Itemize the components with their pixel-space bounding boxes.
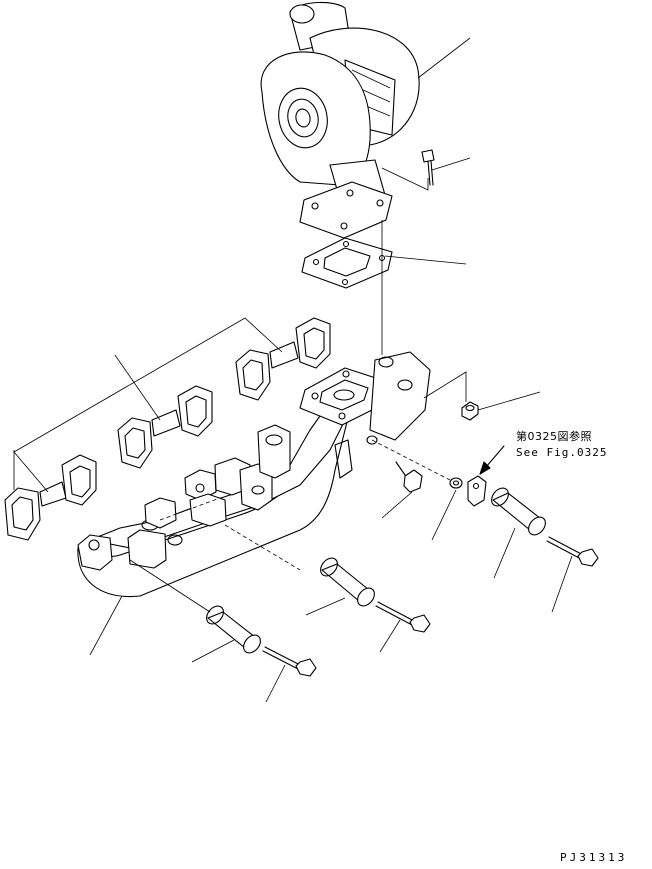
leader-small-bolt xyxy=(381,491,413,519)
clip-bracket xyxy=(467,475,487,507)
leader-spacer-middle xyxy=(305,597,346,616)
manifold-nut xyxy=(461,401,479,421)
reference-note-en: See Fig.0325 xyxy=(516,446,608,459)
spacer-tube-middle xyxy=(320,557,375,607)
leader-bolt-middle xyxy=(379,619,401,653)
exhaust-manifold xyxy=(77,351,431,598)
turbo-mounting-bolt xyxy=(421,149,435,186)
leader-spacer-left xyxy=(191,639,235,663)
manifold-gasket-1 xyxy=(4,454,97,541)
leader-turbo-gasket xyxy=(384,255,467,265)
manifold-gasket-2 xyxy=(117,385,213,469)
leader-turbo-bolt xyxy=(431,157,471,171)
gasket-bracket xyxy=(13,317,283,453)
leader-bolt-left xyxy=(265,664,286,703)
leader-turbocharger xyxy=(417,37,471,79)
reference-note-jp: 第0325図参照 xyxy=(516,430,592,443)
nut-assembly-line xyxy=(423,371,467,402)
spacer-tube-left xyxy=(206,605,261,654)
turbo-gasket xyxy=(301,237,393,289)
turbocharger xyxy=(260,1,420,239)
long-bolt-right xyxy=(546,536,599,567)
leader-nut xyxy=(477,391,541,411)
washer xyxy=(449,477,463,489)
leader-spacer-right xyxy=(493,527,516,579)
reference-arrow xyxy=(479,445,505,475)
small-bolt xyxy=(395,461,423,493)
long-bolt-left xyxy=(262,646,317,677)
spacer-tube-right xyxy=(491,487,546,536)
manifold-gasket-3 xyxy=(235,317,331,401)
leader-manifold xyxy=(89,595,123,656)
leader-washer xyxy=(431,489,457,541)
leader-bolt-right xyxy=(551,555,573,613)
long-bolt-middle xyxy=(375,601,431,633)
bolt-assembly-line xyxy=(381,167,429,191)
drawing-number: PJ31313 xyxy=(560,851,628,864)
